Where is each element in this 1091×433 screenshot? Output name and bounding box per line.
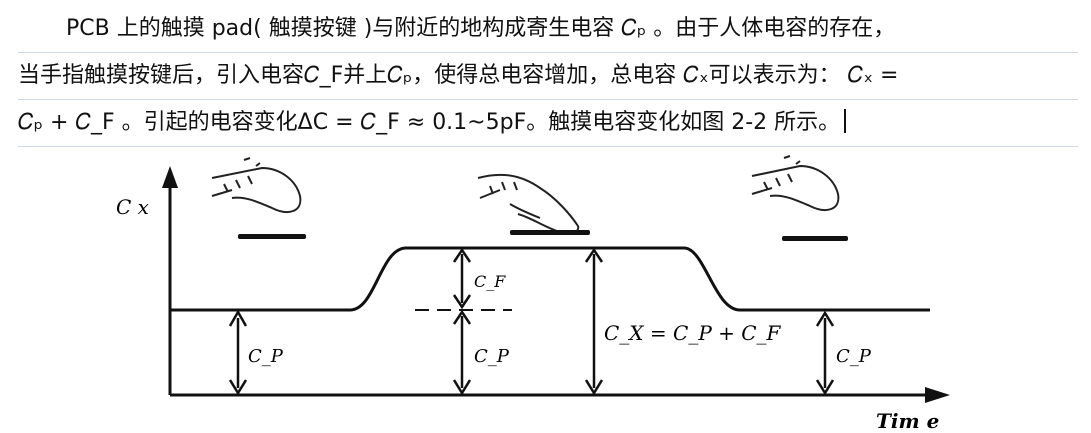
y-axis-label: C x [116,195,149,219]
cp-mid-label: C_P [474,346,510,367]
x-axis-arrow [925,387,950,403]
cp-right-label: C_P [836,346,872,367]
finger-hover-right-icon [752,156,838,210]
finger-hover-left-icon [212,158,300,212]
touch-pad-middle [510,230,590,235]
cx-equation-label: C_X = C_P + C_F [604,321,782,345]
touch-pad-left [238,234,306,239]
capacitance-curve [170,248,930,310]
cp-left-label: C_P [248,346,284,367]
y-axis-arrow [162,166,178,188]
cf-label: C_F [474,272,506,291]
x-axis-label: Tim e [876,409,939,433]
touch-pad-right [782,236,848,241]
finger-touch-middle-icon [478,175,578,234]
